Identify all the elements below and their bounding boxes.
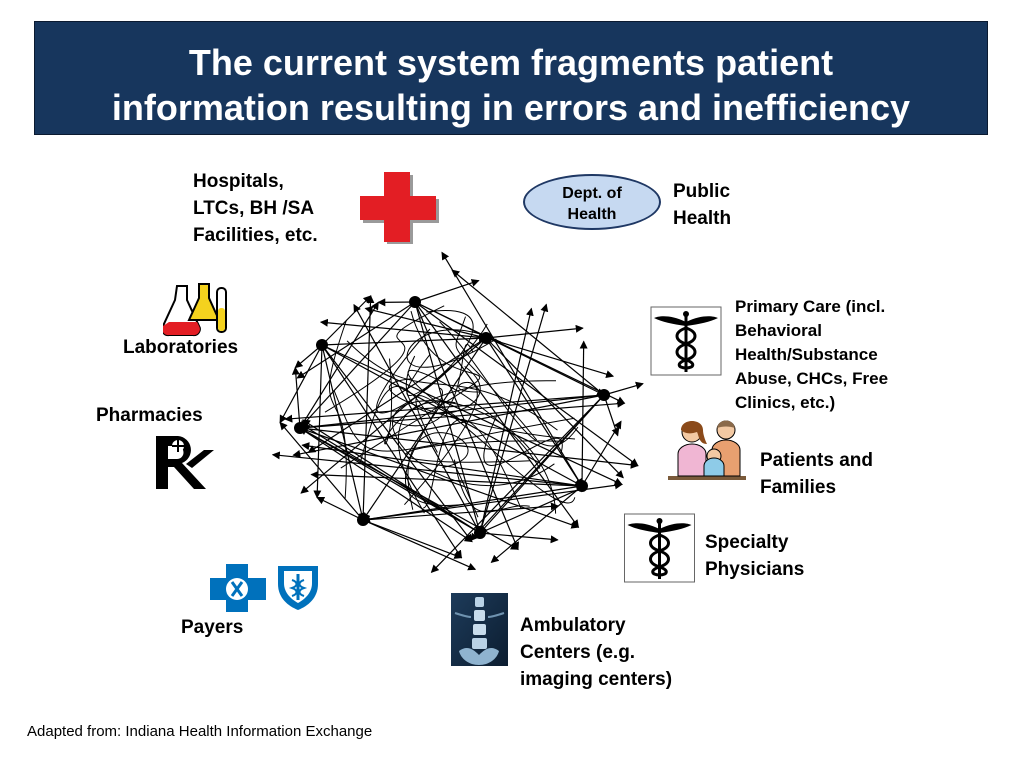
network-hub bbox=[598, 389, 610, 401]
connection-arrow bbox=[291, 366, 301, 429]
connection-arrow bbox=[271, 451, 583, 487]
connection-arrow bbox=[603, 381, 644, 396]
source-footnote: Adapted from: Indiana Health Information… bbox=[27, 723, 373, 740]
patients-label: Patients and Families bbox=[760, 450, 873, 498]
connection-arrow bbox=[362, 337, 487, 521]
network-hub bbox=[474, 527, 486, 539]
connection-arrow bbox=[362, 519, 477, 571]
pharmacies-label: Pharmacies bbox=[96, 405, 203, 426]
connection-arrow bbox=[296, 301, 416, 379]
tangle-curve bbox=[407, 369, 541, 469]
tangle-curve bbox=[423, 418, 522, 509]
specialty-label: Specialty Physicians bbox=[705, 532, 805, 580]
public-health-label: Public Health bbox=[673, 181, 732, 229]
connection-arrow bbox=[299, 394, 605, 432]
connection-arrow bbox=[485, 337, 624, 479]
connection-arrow bbox=[414, 301, 482, 534]
tangle-curve bbox=[333, 390, 575, 452]
connection-arrow bbox=[321, 334, 487, 346]
connection-arrow bbox=[299, 427, 473, 543]
network-hub bbox=[480, 332, 492, 344]
connection-arrow bbox=[414, 279, 480, 303]
primary-care-label: Primary Care (incl. Behavioral Health/Su… bbox=[735, 297, 889, 412]
tangle-curve bbox=[398, 401, 557, 514]
connection-arrow bbox=[319, 318, 487, 339]
connection-arrow bbox=[451, 269, 605, 396]
tangle-curve bbox=[387, 344, 474, 427]
connection-arrow bbox=[485, 324, 584, 339]
caduceus-icon bbox=[650, 306, 722, 376]
connection-arrow bbox=[284, 394, 605, 423]
connection-arrow bbox=[479, 303, 549, 534]
connection-arrow bbox=[490, 485, 583, 563]
blue-cross-blue-shield-icon bbox=[210, 564, 318, 612]
connection-arrow bbox=[307, 337, 487, 454]
connection-arrow bbox=[299, 399, 626, 429]
connection-arrow bbox=[321, 295, 372, 346]
title-banner: The current system fragments patient inf… bbox=[34, 21, 988, 135]
hospitals-label: Hospitals, LTCs, BH /SA Facilities, etc. bbox=[193, 171, 318, 246]
connection-arrow bbox=[364, 306, 487, 339]
connection-arrow bbox=[414, 301, 579, 529]
ambulatory-label: Ambulatory Centers (e.g. imaging centers… bbox=[520, 615, 673, 690]
connection-arrow bbox=[485, 337, 583, 487]
connection-arrow bbox=[362, 485, 583, 523]
connection-arrow bbox=[479, 485, 588, 534]
laboratories-label: Laboratories bbox=[123, 337, 239, 358]
connection-arrow bbox=[299, 301, 379, 429]
network-hub bbox=[294, 422, 306, 434]
connection-arrow bbox=[279, 344, 323, 424]
caduceus-icon bbox=[624, 513, 695, 583]
tangle-curve bbox=[439, 321, 579, 447]
connection-arrow bbox=[579, 340, 588, 487]
connection-arrow bbox=[299, 427, 481, 534]
dept-of-health-node: Dept. of Health bbox=[523, 174, 661, 230]
network-hub bbox=[357, 514, 369, 526]
connection-arrow bbox=[362, 519, 463, 559]
connection-arrow bbox=[299, 427, 639, 469]
family-icon bbox=[668, 420, 746, 480]
tangle-curve bbox=[384, 358, 557, 445]
connection-arrow bbox=[316, 496, 364, 521]
connection-arrow bbox=[485, 337, 615, 379]
connection-arrow bbox=[292, 394, 605, 458]
red-cross-icon bbox=[360, 172, 439, 244]
network-hub bbox=[409, 296, 421, 308]
xray-icon bbox=[451, 593, 508, 666]
tangle-curve bbox=[346, 340, 558, 431]
rx-icon bbox=[156, 436, 214, 489]
payers-label: Payers bbox=[181, 617, 244, 638]
connection-arrow bbox=[414, 301, 605, 396]
connection-arrow bbox=[279, 421, 364, 521]
connection-arrow bbox=[479, 532, 559, 544]
connection-arrow bbox=[581, 420, 622, 487]
network-hub bbox=[316, 339, 328, 351]
tangle-curve bbox=[328, 319, 347, 499]
connection-arrow bbox=[300, 337, 487, 494]
connection-arrow bbox=[362, 295, 375, 521]
connection-arrow bbox=[321, 344, 462, 559]
tangle-curve bbox=[324, 305, 445, 413]
connection-arrow bbox=[441, 251, 583, 487]
connection-arrow bbox=[299, 301, 416, 429]
page-title: The current system fragments patient inf… bbox=[111, 42, 911, 128]
lab-flasks-icon bbox=[163, 283, 227, 337]
connection-arrow bbox=[299, 427, 580, 529]
network-hub bbox=[576, 480, 588, 492]
